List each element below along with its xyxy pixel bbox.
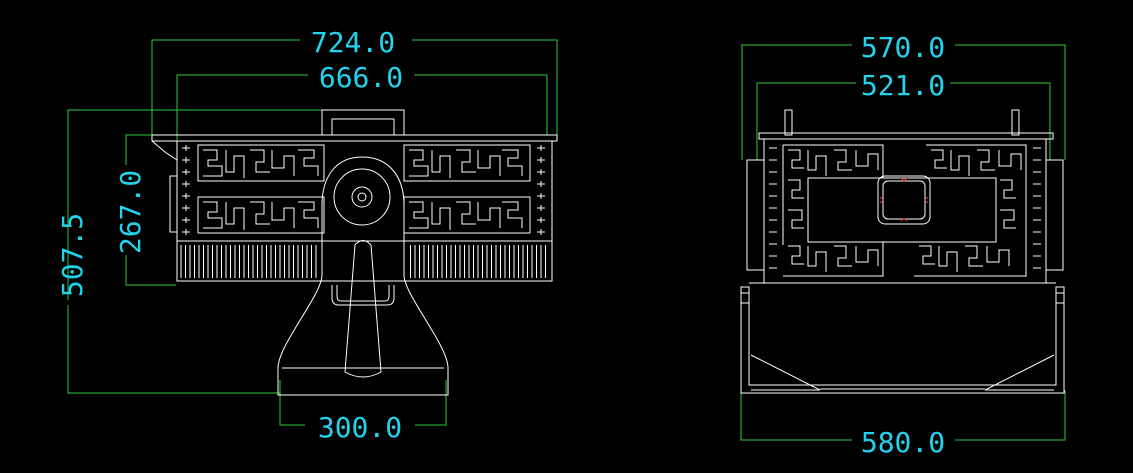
dim-label-body-height: 267.0	[114, 170, 147, 254]
side-fret-panel-tl	[782, 144, 884, 245]
dim-base-width: 300.0	[279, 380, 447, 444]
front-fret-panel-tr	[403, 144, 531, 182]
dim-body-height: 267.0	[114, 134, 176, 286]
front-fret-panel-br	[403, 196, 531, 234]
front-fret-panel-tl	[197, 144, 325, 182]
dim-label-overall-height: 507.5	[56, 213, 89, 297]
dim-overall-height: 507.5	[56, 109, 322, 394]
dim-overall-width: 724.0	[151, 26, 558, 135]
dim-label-base-width: 300.0	[318, 411, 402, 444]
dim-bottom-width: 580.0	[740, 390, 1066, 459]
side-mounting-bracket	[740, 282, 1065, 394]
dim-label-overall-width: 724.0	[311, 26, 395, 59]
side-fret-panel-tr	[926, 144, 1027, 245]
front-edge-pins	[182, 145, 545, 235]
dim-label-top-width: 570.0	[861, 31, 945, 64]
dim-top-width: 570.0	[741, 31, 1066, 160]
dim-inner-width: 666.0	[176, 61, 548, 140]
side-fret-panel-bl	[783, 242, 884, 277]
dim-label-inner-width: 666.0	[319, 61, 403, 94]
side-view: 570.0 521.0 580.0	[740, 31, 1066, 459]
side-edge-pins	[769, 147, 1041, 269]
side-fixture-body	[746, 109, 1064, 284]
dim-inner-top-width: 521.0	[756, 69, 1051, 160]
front-heat-fins	[180, 245, 546, 278]
dim-label-inner-top-width: 521.0	[861, 69, 945, 102]
front-mounting-bracket	[277, 156, 449, 396]
front-fret-panel-bl	[197, 196, 325, 234]
front-view: 724.0 666.0 507.5 267.0 300.0	[56, 26, 558, 444]
side-fret-panel-br	[914, 242, 1027, 277]
dim-label-bottom-width: 580.0	[861, 426, 945, 459]
